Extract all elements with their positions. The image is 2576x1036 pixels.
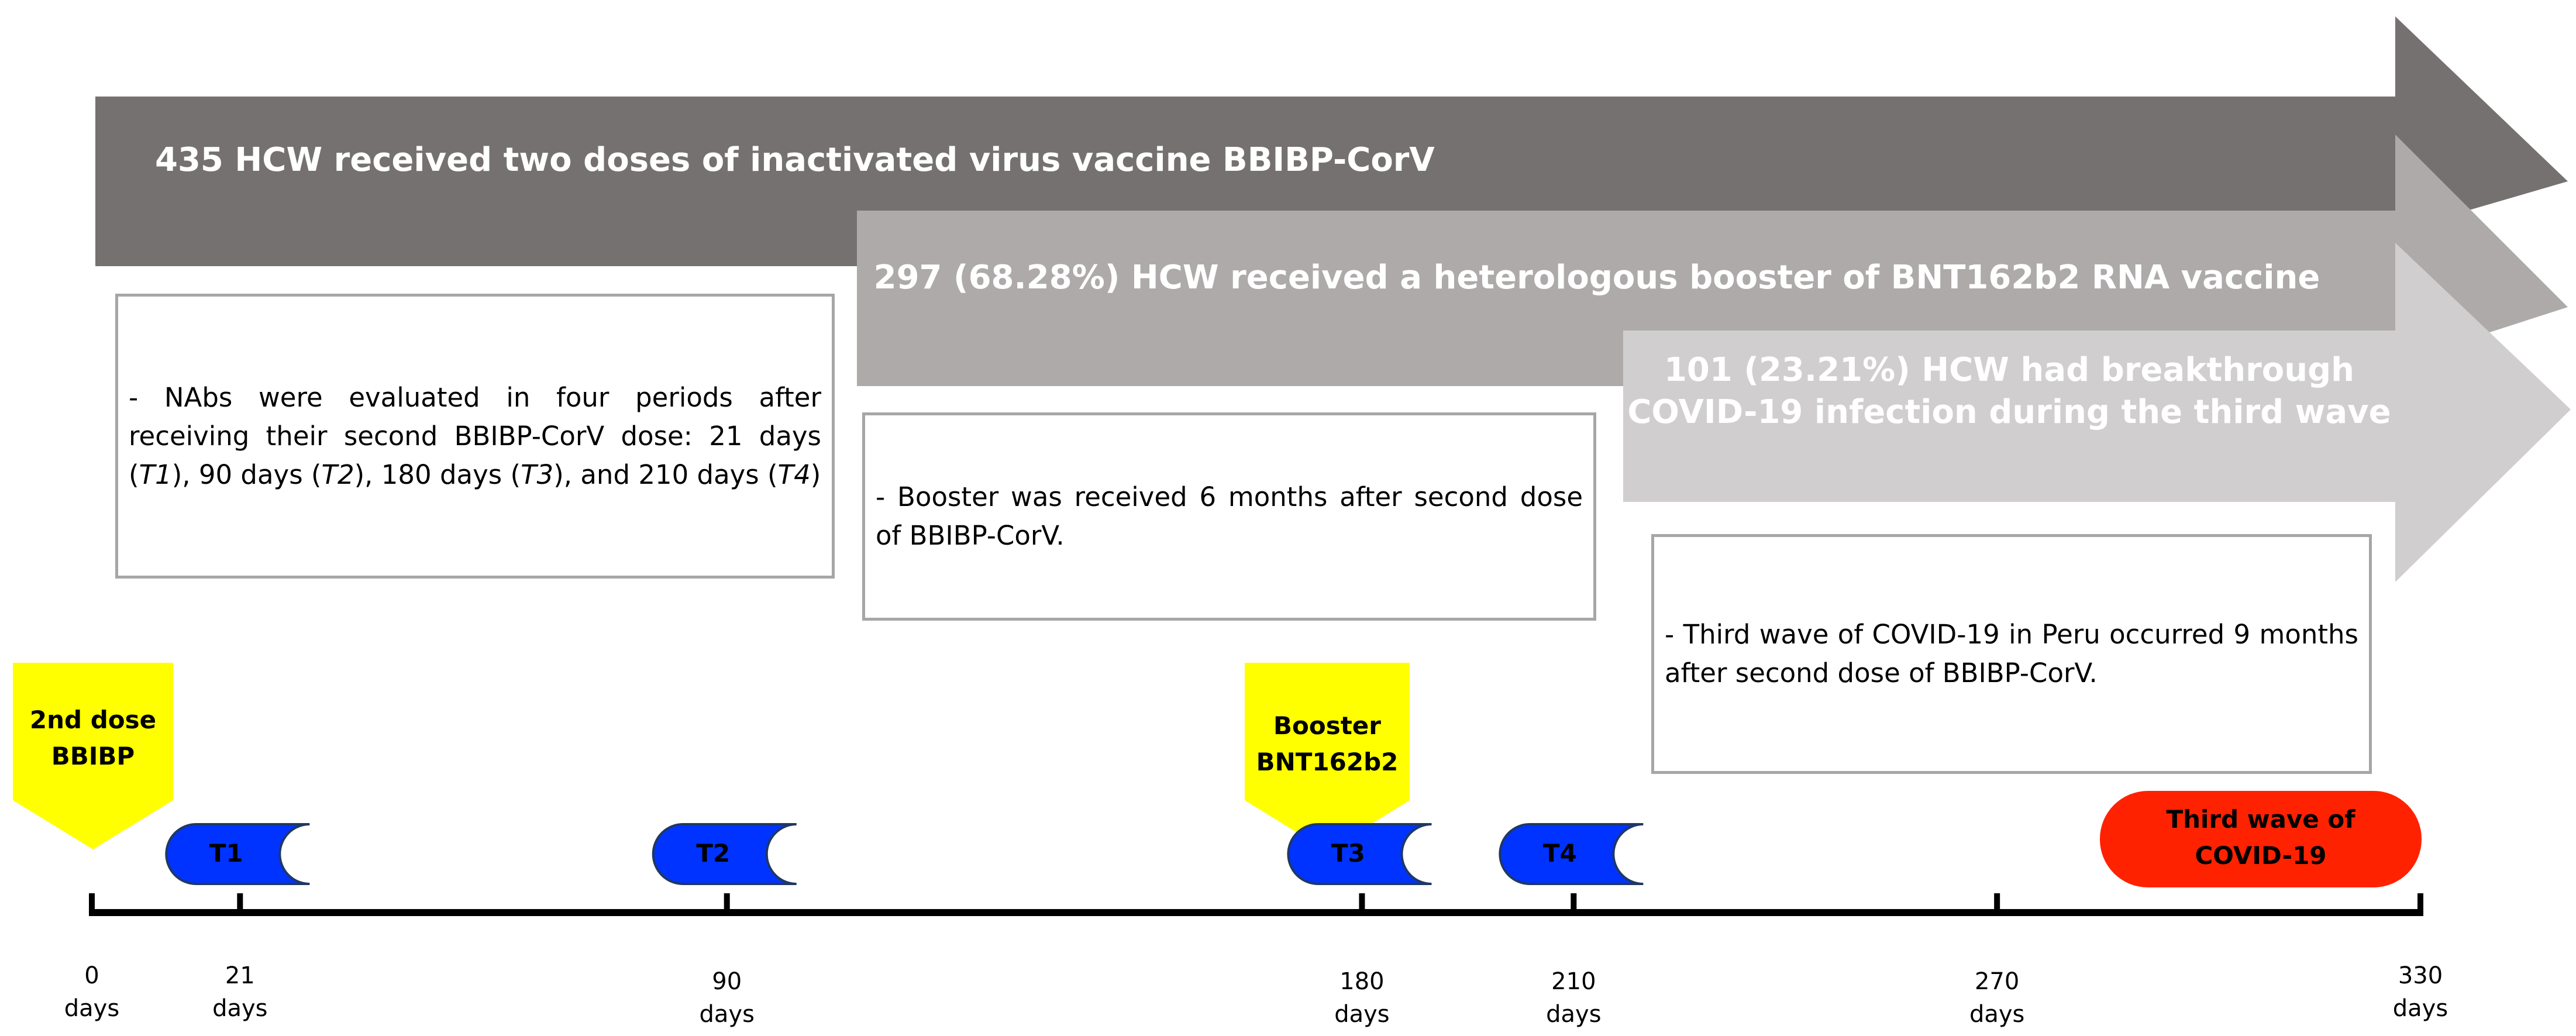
third-wave-note-text: - Third wave of COVID-19 in Peru occurre… — [1665, 619, 2358, 689]
second-dose-label: 2nd dose BBIBP — [13, 702, 173, 775]
breakthrough-arrow-label: 101 (23.21%) HCW had breakthrough COVID-… — [1623, 349, 2395, 433]
tick-value: 210 — [1551, 968, 1596, 995]
tick-value: 330 — [2398, 962, 2443, 989]
booster-marker-label: Booster BNT162b2 — [1245, 708, 1410, 780]
nabs-note-text: - NAbs were evaluated in four periods af… — [129, 378, 821, 494]
timeline-tick-label: 210 days — [1515, 965, 1632, 1031]
vaccine-arrow-label: 435 HCW received two doses of inactivate… — [155, 141, 1435, 179]
breakthrough-line-1: 101 (23.21%) HCW had breakthrough — [1664, 351, 2355, 389]
tick-unit: days — [1969, 1001, 2025, 1028]
nabs-note-box: - NAbs were evaluated in four periods af… — [115, 294, 835, 579]
booster-marker — [1245, 663, 1410, 851]
booster-marker-line-2: BNT162b2 — [1256, 748, 1399, 776]
second-dose-line-1: 2nd dose — [29, 705, 157, 734]
tick-unit: days — [64, 995, 120, 1022]
booster-marker-line-1: Booster — [1273, 711, 1381, 740]
nabs-text-part: - NAbs were evaluated in four periods af… — [129, 381, 821, 490]
tick-unit: days — [1334, 1001, 1390, 1028]
booster-note-box: - Booster was received 6 months after se… — [862, 412, 1596, 621]
nabs-timepoint-name: T4 — [777, 459, 811, 490]
nabs-text-part: ), and 210 days ( — [553, 459, 778, 490]
third-wave-pill-line-1: Third wave of — [2166, 805, 2355, 834]
third-wave-pill — [2100, 791, 2422, 887]
third-wave-pill-line-2: COVID-19 — [2195, 841, 2327, 870]
tick-unit: days — [1546, 1001, 1602, 1028]
tick-value: 21 — [225, 962, 255, 989]
third-wave-note-box: - Third wave of COVID-19 in Peru occurre… — [1651, 534, 2372, 774]
timepoint-label-t4: T4 — [1542, 839, 1577, 868]
nabs-timepoint-name: T2 — [321, 459, 354, 490]
tick-unit: days — [2392, 995, 2448, 1022]
nabs-text-part: ), 90 days ( — [171, 459, 322, 490]
second-dose-line-2: BBIBP — [51, 742, 135, 770]
timeline-tick-label: 0 days — [33, 959, 150, 1025]
nabs-text-part: ) — [810, 459, 821, 490]
timepoint-label-t3: T3 — [1331, 839, 1365, 868]
timeline-ticks — [89, 893, 2423, 916]
third-wave-pill-label: Third wave of COVID-19 — [2100, 801, 2422, 874]
timeline-tick-label: 180 days — [1303, 965, 1420, 1031]
tick-value: 0 — [84, 962, 99, 989]
vaccine-arrow — [95, 16, 2568, 266]
breakthrough-line-2: COVID-19 infection during the third wave — [1627, 393, 2391, 431]
tick-value: 270 — [1974, 968, 2020, 995]
nabs-text-part: ), 180 days ( — [354, 459, 521, 490]
booster-note-text: - Booster was received 6 months after se… — [876, 481, 1583, 551]
second-dose-marker — [13, 663, 173, 849]
tick-value: 180 — [1339, 968, 1385, 995]
timepoint-tab-t3 — [1287, 823, 1432, 885]
timeline-tick-label: 90 days — [669, 965, 786, 1031]
timeline-tick-label: 330 days — [2362, 959, 2479, 1025]
booster-arrow-label: 297 (68.28%) HCW received a heterologous… — [873, 259, 2320, 297]
timepoint-tabs — [165, 823, 1644, 885]
booster-arrow — [857, 135, 2568, 386]
timepoint-tab-t1 — [165, 823, 310, 885]
breakthrough-arrow — [1623, 243, 2571, 582]
timeline-tick-label: 21 days — [181, 959, 298, 1025]
timepoint-label-t2: T2 — [696, 839, 731, 868]
nabs-timepoint-name: T1 — [139, 459, 172, 490]
tick-unit: days — [699, 1001, 755, 1028]
timepoint-label-t1: T1 — [209, 839, 243, 868]
tick-value: 90 — [712, 968, 742, 995]
nabs-timepoint-name: T3 — [521, 459, 554, 490]
tick-unit: days — [212, 995, 268, 1022]
timepoint-tab-t4 — [1499, 823, 1644, 885]
timeline-tick-label: 270 days — [1938, 965, 2055, 1031]
